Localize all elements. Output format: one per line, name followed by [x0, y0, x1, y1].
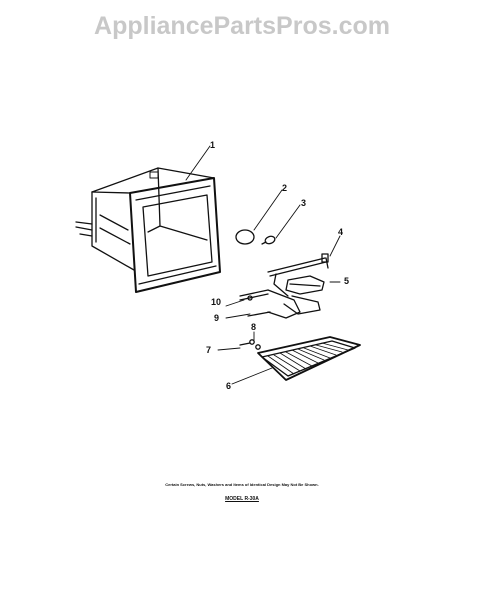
callout-10: 10 [211, 297, 221, 307]
bake-element [239, 289, 301, 319]
callout-1: 1 [210, 140, 215, 150]
callout-9: 9 [214, 313, 219, 323]
model-number: MODEL R-30A [225, 496, 259, 502]
light-lens [235, 229, 255, 245]
callout-3: 3 [301, 198, 306, 208]
callout-2: 2 [282, 183, 287, 193]
oven-rack [257, 336, 361, 381]
callout-7: 7 [206, 345, 211, 355]
site-watermark: AppliancePartsPros.com [94, 12, 390, 40]
callout-8: 8 [251, 322, 256, 332]
oven-cavity [75, 167, 221, 293]
parts-note: Certain Screws, Nuts, Washers and Items … [165, 482, 319, 487]
light-bulb [261, 235, 276, 245]
callout-5: 5 [344, 276, 349, 286]
broil-element [267, 253, 329, 315]
callout-4: 4 [338, 227, 343, 237]
element-hardware [239, 339, 261, 350]
callout-6: 6 [226, 381, 231, 391]
